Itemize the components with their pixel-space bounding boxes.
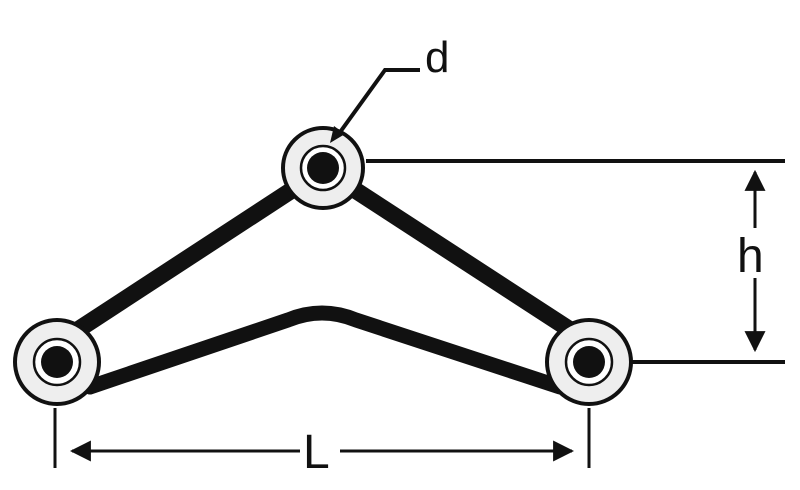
diameter-label: d (425, 33, 449, 82)
lower-arm (82, 305, 568, 395)
bushing-top (281, 126, 365, 210)
bushing-left (13, 318, 101, 406)
bushing-right (545, 318, 633, 406)
diameter-leader (330, 68, 420, 143)
length-dimension (53, 408, 591, 468)
upper-left-arm (61, 179, 304, 344)
upper-right-arm (343, 179, 587, 344)
height-label: h (737, 230, 764, 283)
link-arms (61, 179, 587, 395)
length-label: L (303, 426, 330, 479)
